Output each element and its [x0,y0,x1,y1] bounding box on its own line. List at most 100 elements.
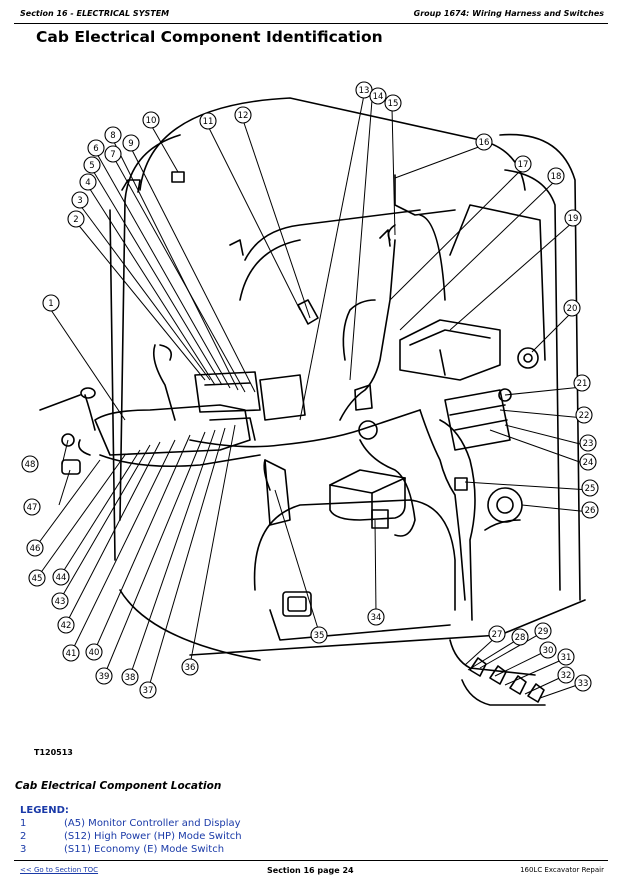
callout-number: 8 [110,131,115,141]
callout-number: 41 [66,649,77,659]
callout-1: 1 [42,294,60,312]
callout-number: 29 [538,627,549,637]
go-to-toc-link[interactable]: << Go to Section TOC [20,866,99,874]
callout-balloon [534,622,552,640]
callout-number: 11 [203,117,214,127]
callout-balloon [557,666,575,684]
callout-40: 40 [85,643,103,661]
callout-balloon [557,648,575,666]
header-section: Section 16 - ELECTRICAL SYSTEM [20,9,170,18]
legend-item-number: 1 [20,818,27,829]
legend-item-number: 2 [20,831,27,842]
callout-balloon [26,539,44,557]
callout-45: 45 [28,569,46,587]
callout-19: 19 [564,209,582,227]
callout-number: 45 [32,574,43,584]
callout-number: 18 [551,172,562,182]
callout-balloon [87,139,105,157]
callout-number: 39 [99,672,110,682]
callout-46: 46 [26,539,44,557]
callout-balloon [384,94,402,112]
callout-number: 7 [110,150,115,160]
callout-balloon [511,628,529,646]
callout-15: 15 [384,94,402,112]
callout-balloon [475,133,493,151]
callout-number: 3 [77,196,82,206]
callout-number: 46 [30,544,41,554]
callout-number: 13 [359,86,370,96]
callout-42: 42 [57,616,75,634]
callout-number: 5 [89,161,94,171]
callout-37: 37 [139,681,157,699]
callout-balloon [539,641,557,659]
callout-number: 31 [561,653,572,663]
callout-48: 48 [21,455,39,473]
footer-divider [14,860,608,861]
callout-number: 9 [128,139,133,149]
callout-9: 9 [122,134,140,152]
legend-item-text: (A5) Monitor Controller and Display [64,818,241,829]
callout-number: 16 [479,138,490,148]
callout-22: 22 [575,406,593,424]
callout-balloon [488,625,506,643]
callout-balloon [104,126,122,144]
figure-id: T120513 [34,748,73,757]
callout-balloon [574,674,592,692]
callout-number: 24 [583,458,594,468]
callout-number: 32 [561,671,572,681]
manual-title: 160LC Excavator Repair [520,866,604,874]
header-group: Group 1674: Wiring Harness and Switches [413,9,604,18]
callout-17: 17 [514,155,532,173]
callout-number: 22 [579,411,590,421]
callout-balloon [579,434,597,452]
callout-33: 33 [574,674,592,692]
callout-number: 47 [27,503,38,513]
callout-31: 31 [557,648,575,666]
callout-4: 4 [79,173,97,191]
callout-balloon [234,106,252,124]
callout-number: 33 [578,679,589,689]
callout-39: 39 [95,667,113,685]
callout-balloon [310,626,328,644]
legend-heading: LEGEND: [20,805,69,816]
callout-number: 25 [585,484,596,494]
callout-number: 37 [143,686,154,696]
legend-item-text: (S12) High Power (HP) Mode Switch [64,831,242,842]
callout-26: 26 [581,501,599,519]
callout-24: 24 [579,453,597,471]
callout-balloon [181,658,199,676]
callout-number: 28 [515,633,526,643]
page-title: Cab Electrical Component Identification [36,28,383,46]
callout-11: 11 [199,112,217,130]
callout-number: 34 [371,613,382,623]
callout-balloon [121,668,139,686]
callout-44: 44 [52,568,70,586]
callout-3: 3 [71,191,89,209]
callout-balloon [369,87,387,105]
callout-number: 2 [73,215,78,225]
callout-balloon [95,667,113,685]
callout-7: 7 [104,145,122,163]
callout-number: 38 [125,673,136,683]
callout-27: 27 [488,625,506,643]
callout-21: 21 [573,374,591,392]
callout-balloon [104,145,122,163]
callout-balloon [547,167,565,185]
callout-20: 20 [563,299,581,317]
callout-balloon [23,498,41,516]
callout-balloon [579,453,597,471]
callout-28: 28 [511,628,529,646]
callout-number: 12 [238,111,249,121]
callout-47: 47 [23,498,41,516]
callout-number: 1 [48,299,53,309]
callout-number: 44 [56,573,67,583]
callout-6: 6 [87,139,105,157]
callout-number: 17 [518,160,529,170]
callout-balloon [122,134,140,152]
callout-30: 30 [539,641,557,659]
callout-balloon [575,406,593,424]
callout-number: 35 [314,631,325,641]
callout-10: 10 [142,111,160,129]
callout-25: 25 [581,479,599,497]
callout-balloon [83,156,101,174]
